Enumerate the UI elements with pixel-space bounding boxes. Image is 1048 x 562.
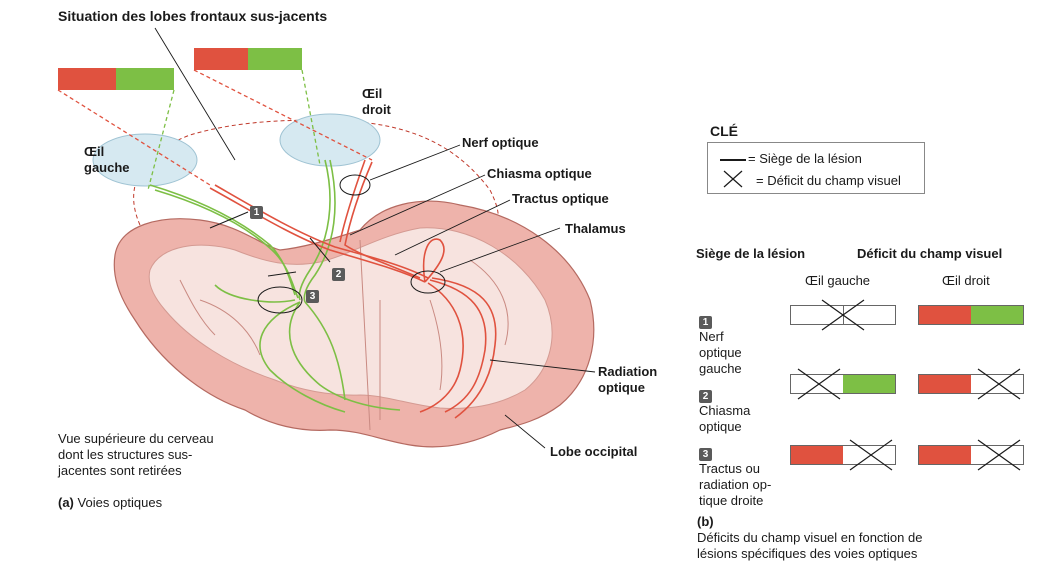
key-title: CLÉ xyxy=(710,123,738,139)
row-2-left-eye-field xyxy=(790,374,896,394)
row-3-text: Tractus ou radiation op- tique droite xyxy=(699,461,772,508)
row-1-left-eye-cross-icon xyxy=(821,299,865,331)
visual-rays xyxy=(57,69,373,191)
row-3-label: 3 Tractus ou radiation op- tique droite xyxy=(699,429,771,509)
caption-b-text: Déficits du champ visuel en fonction de … xyxy=(697,530,923,561)
column-header-left-eye: Œil gauche xyxy=(805,273,871,288)
row-1-right-eye-field xyxy=(918,305,1024,325)
optic-chiasm-label: Chiasma optique xyxy=(487,166,592,181)
row-3-left-eye-field xyxy=(790,445,896,465)
row-2-right-eye-field xyxy=(918,374,1024,394)
key-box xyxy=(707,142,925,194)
left-eye-field-green xyxy=(116,68,174,90)
left-eyeball xyxy=(92,133,198,187)
row-2-text: Chiasma optique xyxy=(699,403,751,434)
row-1-left-eye-field xyxy=(790,305,896,325)
row-1-number: 1 xyxy=(699,316,712,329)
key-cross-icon xyxy=(723,170,743,188)
brain-white-matter xyxy=(148,227,553,409)
occipital-lobe-label: Lobe occipital xyxy=(550,444,638,459)
key-lesion-line xyxy=(720,159,746,161)
view-note: Vue supérieure du cerveau dont les struc… xyxy=(58,431,214,478)
row-3-number: 3 xyxy=(699,448,712,461)
lesion-number-1: 1 xyxy=(250,206,263,219)
caption-a-letter: (a) xyxy=(58,495,74,510)
optic-nerve-label: Nerf optique xyxy=(462,135,539,150)
caption-a: (a) Voies optiques xyxy=(58,495,162,510)
row-1-text: Nerf optique gauche xyxy=(699,329,742,376)
caption-b-letter: (b) xyxy=(697,514,714,529)
left-eye-label: Œil gauche xyxy=(84,144,130,175)
frontal-lobes-title: Situation des lobes frontaux sus-jacents xyxy=(58,8,328,24)
green-pathway xyxy=(149,159,401,413)
right-eye-label: Œil droit xyxy=(362,86,391,117)
row-2-label: 2 Chiasma optique xyxy=(699,371,750,435)
row-2-left-eye-cross-icon xyxy=(797,368,841,400)
thalamus-label: Thalamus xyxy=(565,221,626,236)
lesion-number-2: 2 xyxy=(332,268,345,281)
optic-radiation-label: Radiation optique xyxy=(598,364,658,395)
row-3-right-eye-cross-icon xyxy=(977,439,1021,471)
lesion-number-3: 3 xyxy=(306,290,319,303)
column-header-site: Siège de la lésion xyxy=(696,246,806,261)
leader-lines xyxy=(154,27,596,449)
column-header-right-eye: Œil droit xyxy=(942,273,990,288)
right-eye-field-green xyxy=(248,48,302,70)
brain-midline xyxy=(359,239,371,431)
column-header-deficit: Déficit du champ visuel xyxy=(857,246,1003,261)
gyri-lines xyxy=(179,259,509,420)
row-2-number: 2 xyxy=(699,390,712,403)
row-2-right-eye-cross-icon xyxy=(977,368,1021,400)
row-1-label: 1 Nerf optique gauche xyxy=(699,297,742,377)
key-lesion-text: = Siège de la lésion xyxy=(748,151,862,166)
optic-pathway-diagram xyxy=(57,27,596,449)
row-3-right-eye-field xyxy=(918,445,1024,465)
row-3-left-eye-cross-icon xyxy=(849,439,893,471)
caption-b: (b) Déficits du champ visuel en fonction… xyxy=(697,498,922,562)
red-pathway xyxy=(209,159,497,419)
key-cross-text: = Déficit du champ visuel xyxy=(756,173,901,188)
caption-a-text: Voies optiques xyxy=(77,495,163,510)
right-eyeball xyxy=(279,113,381,167)
left-eye-field-red xyxy=(58,68,116,90)
right-eye-field-red xyxy=(194,48,248,70)
optic-tract-label: Tractus optique xyxy=(512,191,609,206)
lesion-markers xyxy=(209,174,446,314)
